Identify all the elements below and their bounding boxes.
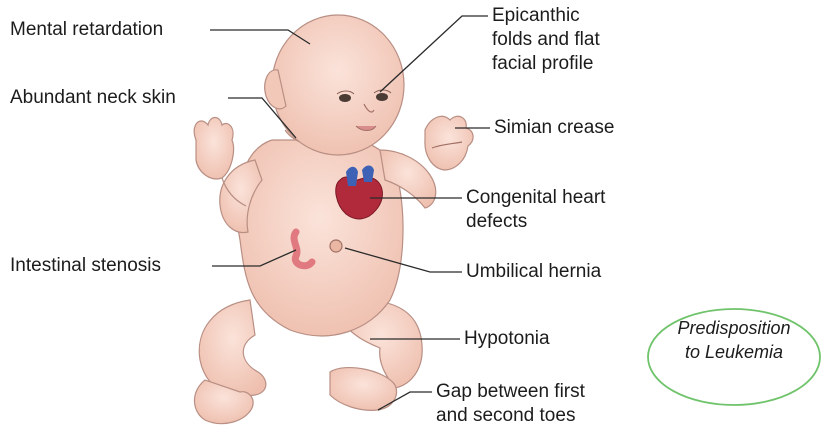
label-intestinal-stenosis: Intestinal stenosis xyxy=(10,254,161,278)
left-hand xyxy=(194,118,233,179)
label-epicanthic: Epicanthic folds and flat facial profile xyxy=(492,4,600,76)
label-hypotonia: Hypotonia xyxy=(464,327,550,351)
leukemia-callout: Predisposition to Leukemia xyxy=(652,316,816,364)
torso xyxy=(237,140,403,336)
right-eye xyxy=(376,93,388,101)
label-simian-crease: Simian crease xyxy=(494,116,614,140)
label-mental-retardation: Mental retardation xyxy=(10,18,163,42)
left-eye xyxy=(339,94,351,102)
label-congenital-heart: Congenital heart defects xyxy=(466,186,605,234)
label-abundant-neck-skin: Abundant neck skin xyxy=(10,86,176,110)
label-toe-gap: Gap between first and second toes xyxy=(436,380,585,428)
umbilical-hernia-mark xyxy=(330,240,342,252)
right-hand xyxy=(425,116,473,170)
label-umbilical-hernia: Umbilical hernia xyxy=(466,260,601,284)
